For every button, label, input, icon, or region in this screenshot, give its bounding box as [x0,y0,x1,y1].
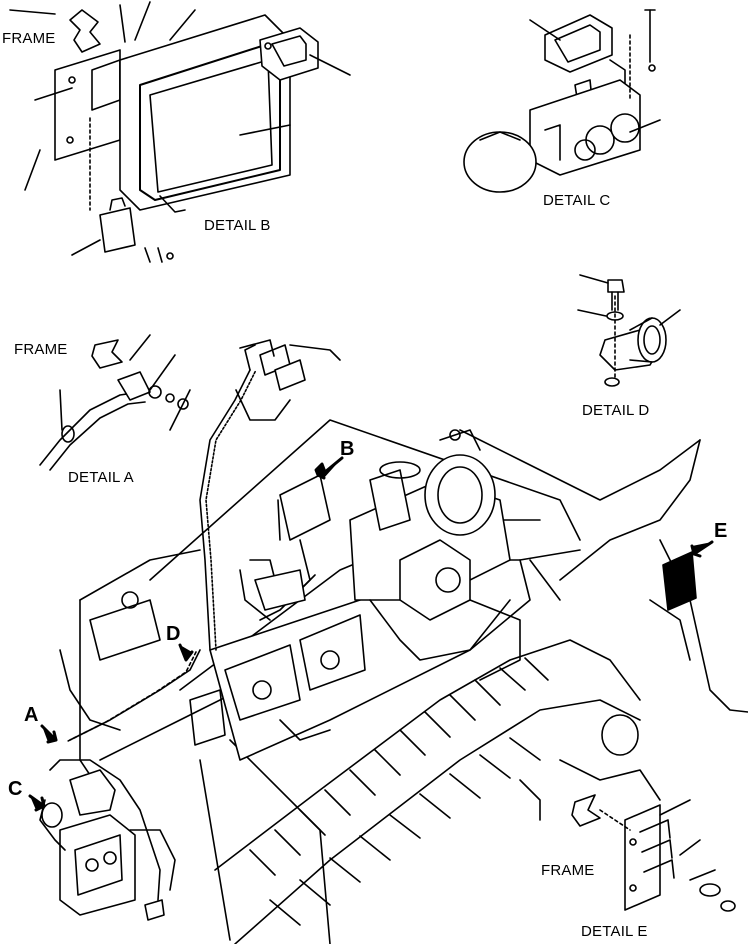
frame-label-detail-a: FRAME [14,341,68,358]
detail-d-drawing [577,274,681,387]
callout-c: C [8,778,23,800]
detail-e-label: DETAIL E [581,923,648,940]
callout-arrows [28,456,714,812]
callout-a: A [24,704,39,726]
detail-e-drawing [571,794,736,912]
detail-a-drawing [39,334,191,471]
detail-b-drawing [9,1,351,263]
callout-d: D [166,623,181,645]
callout-b: B [340,438,355,460]
callout-e: E [714,520,728,542]
detail-b-label: DETAIL B [204,217,271,234]
frame-label-detail-e: FRAME [541,862,595,879]
detail-c-label: DETAIL C [543,192,611,209]
detail-a-label: DETAIL A [68,469,134,486]
machine-view [39,339,748,944]
detail-d-label: DETAIL D [582,402,650,419]
frame-label-detail-b: FRAME [2,30,56,47]
detail-c-drawing [463,9,661,193]
